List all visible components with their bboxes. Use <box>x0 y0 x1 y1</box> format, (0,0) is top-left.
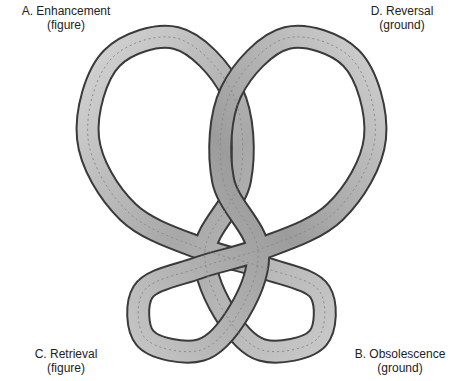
ribbon-texture <box>88 37 325 352</box>
ribbon-band <box>138 37 375 352</box>
ribbon-texture <box>138 37 375 352</box>
ribbon-band <box>88 37 325 352</box>
corner-label: B. Obsolescence (ground) <box>350 347 450 375</box>
corner-label: A. Enhancement (figure) <box>16 4 116 32</box>
corner-label: C. Retrieval (figure) <box>16 347 116 375</box>
ribbon-edge <box>88 37 325 352</box>
corner-label: D. Reversal (ground) <box>352 4 452 32</box>
ribbon-edge <box>138 37 375 352</box>
